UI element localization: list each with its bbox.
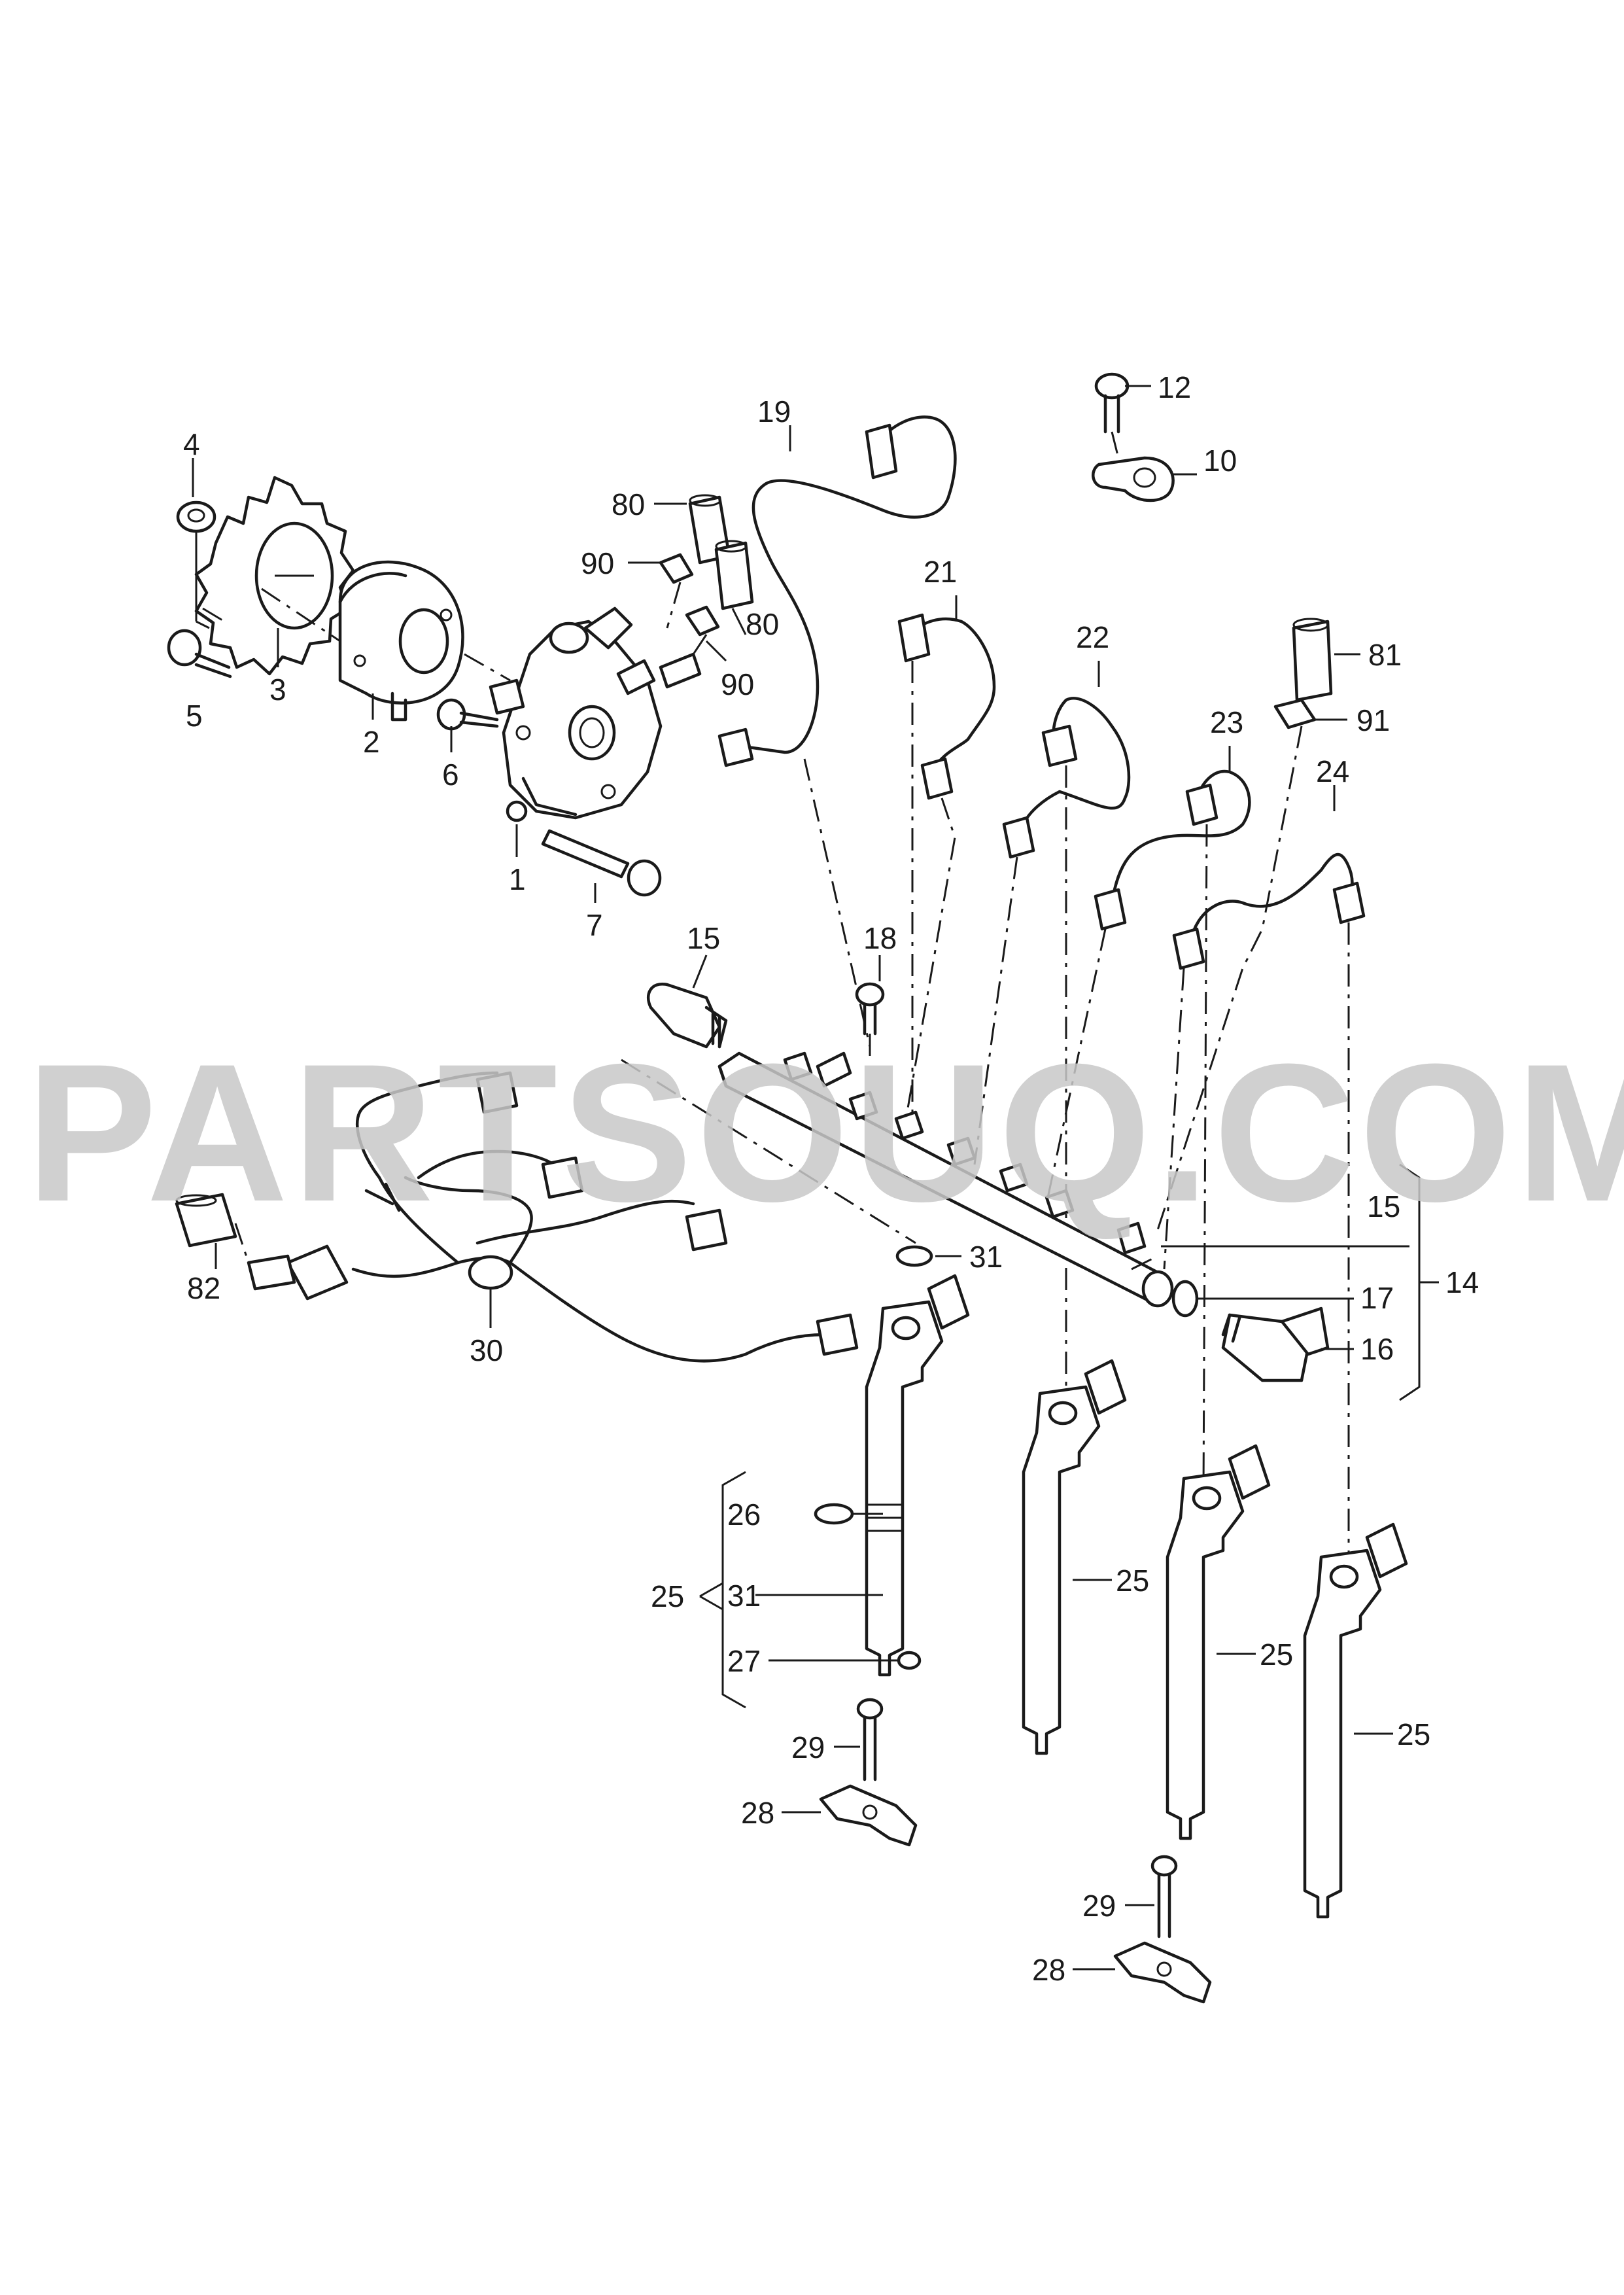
pipe-22[interactable] xyxy=(1002,697,1131,859)
callout-26: 26 xyxy=(727,1498,761,1532)
seal-ring-31-rail[interactable] xyxy=(895,1245,933,1267)
injector-2[interactable] xyxy=(1022,1359,1127,1755)
pump-hub[interactable] xyxy=(338,560,464,722)
bolt-18[interactable] xyxy=(855,982,885,1036)
bolt-29-right[interactable] xyxy=(1150,1855,1178,1938)
callout-15-top: 15 xyxy=(687,921,720,955)
watermark-text: PARTSOUQ.COM xyxy=(26,1023,1624,1242)
clip-90-right[interactable] xyxy=(685,605,720,637)
clamp-28-left[interactable] xyxy=(819,1784,918,1847)
hose-82[interactable] xyxy=(175,1193,237,1248)
injector-3[interactable] xyxy=(1166,1444,1271,1840)
callout-12: 12 xyxy=(1158,370,1191,404)
callout-31-rail: 31 xyxy=(969,1240,1003,1274)
fuel-rail[interactable] xyxy=(717,1051,1174,1308)
callout-90-right: 90 xyxy=(721,667,754,701)
callout-24: 24 xyxy=(1316,754,1349,788)
callout-90-left: 90 xyxy=(581,546,614,580)
bolt-29-left[interactable] xyxy=(856,1698,884,1781)
pipe-19[interactable] xyxy=(717,415,957,767)
seal-27[interactable] xyxy=(897,1651,922,1670)
hose-80-right[interactable] xyxy=(714,540,754,610)
pipe-23[interactable] xyxy=(1094,769,1251,931)
callout-80-left: 80 xyxy=(612,487,645,521)
callout-21: 21 xyxy=(924,555,957,589)
pump-bolt-7[interactable] xyxy=(541,829,662,897)
callout-25-inj2: 25 xyxy=(1116,1564,1149,1598)
callout-4: 4 xyxy=(183,427,200,461)
callout-1: 1 xyxy=(509,862,526,896)
drive-gear[interactable] xyxy=(194,476,355,676)
callout-82: 82 xyxy=(187,1271,220,1305)
injector-4[interactable] xyxy=(1303,1522,1408,1919)
callout-81: 81 xyxy=(1368,638,1402,672)
callout-19: 19 xyxy=(757,394,791,429)
wiring-harness[interactable] xyxy=(247,1071,859,1363)
callout-2: 2 xyxy=(363,725,380,759)
clip-91[interactable] xyxy=(1273,698,1317,729)
hose-81[interactable] xyxy=(1292,618,1333,702)
callout-6: 6 xyxy=(442,758,459,792)
pipe-21[interactable] xyxy=(897,613,996,800)
callout-91: 91 xyxy=(1356,703,1390,737)
callout-80-right: 80 xyxy=(746,607,779,641)
injector-1[interactable] xyxy=(865,1274,970,1677)
callout-10: 10 xyxy=(1203,444,1237,478)
callout-17: 17 xyxy=(1360,1281,1394,1315)
seal-ring-17[interactable] xyxy=(1171,1280,1199,1318)
bracket-10[interactable] xyxy=(1092,456,1175,502)
callout-23: 23 xyxy=(1210,705,1243,739)
callout-25-inj3: 25 xyxy=(1260,1638,1293,1672)
callout-25-inj4: 25 xyxy=(1397,1717,1430,1751)
bolt-12[interactable] xyxy=(1094,372,1130,434)
pipe-24[interactable] xyxy=(1172,852,1366,970)
callout-3: 3 xyxy=(269,673,286,707)
callout-15-right: 15 xyxy=(1367,1189,1400,1223)
callout-30: 30 xyxy=(470,1333,503,1367)
callout-25-bracket: 25 xyxy=(651,1579,684,1613)
callout-22: 22 xyxy=(1076,620,1109,654)
pump-bolt-6[interactable] xyxy=(436,698,499,731)
callout-14: 14 xyxy=(1445,1265,1479,1299)
callout-27: 27 xyxy=(727,1644,761,1678)
clip-90-left[interactable] xyxy=(659,553,694,584)
callout-16: 16 xyxy=(1360,1332,1394,1366)
callout-29-right: 29 xyxy=(1082,1889,1116,1923)
callout-28-left: 28 xyxy=(741,1796,774,1830)
gear-nut[interactable] xyxy=(176,500,216,533)
high-pressure-pump[interactable] xyxy=(489,606,702,822)
callout-29-left: 29 xyxy=(791,1730,825,1764)
callout-5: 5 xyxy=(186,699,203,733)
callout-7: 7 xyxy=(586,908,603,942)
leader-lines xyxy=(192,385,1439,1971)
hose-80-left[interactable] xyxy=(688,494,731,565)
callout-31-injector: 31 xyxy=(727,1579,761,1613)
rail-pressure-sensor[interactable] xyxy=(646,982,728,1049)
callout-labels: 1 2 3 4 5 6 7 10 12 14 15 15 16 17 18 19… xyxy=(183,370,1479,1987)
callout-28-right: 28 xyxy=(1032,1953,1065,1987)
gear-bolt[interactable] xyxy=(167,629,232,678)
clamp-28-right[interactable] xyxy=(1113,1941,1212,2004)
pressure-regulator-valve[interactable] xyxy=(1221,1306,1330,1382)
callout-18: 18 xyxy=(863,921,897,955)
seal-26[interactable] xyxy=(814,1503,854,1525)
